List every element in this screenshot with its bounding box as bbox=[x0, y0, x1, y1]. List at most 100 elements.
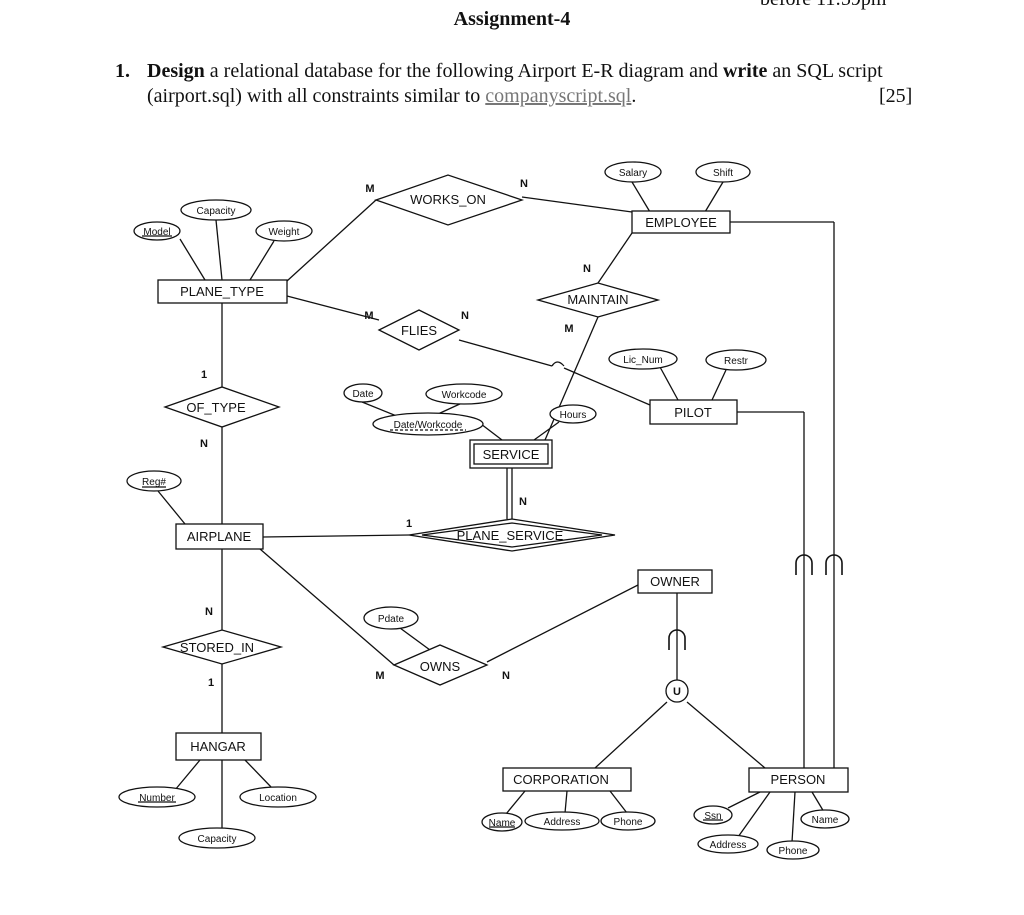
attribute-label-corp-name: Name bbox=[489, 818, 516, 829]
attribute-location bbox=[239, 786, 317, 808]
key-underlines bbox=[138, 235, 723, 828]
attribute-person-phone bbox=[766, 840, 820, 860]
subset-symbols bbox=[668, 554, 843, 650]
entity-label-airplane: AIRPLANE bbox=[187, 529, 252, 544]
entity-label-pilot: PILOT bbox=[674, 405, 712, 420]
question-text-4: . bbox=[631, 85, 637, 107]
companyscript-link[interactable]: companyscript.sql bbox=[485, 85, 632, 107]
entity-airplane bbox=[175, 523, 264, 550]
attribute-shift bbox=[695, 161, 751, 183]
attribute-label-person-name: Name bbox=[812, 815, 839, 826]
question-text-2: an SQL script bbox=[767, 60, 883, 82]
attribute-label-person-phone: Phone bbox=[779, 846, 808, 857]
cardinality-owns-right: N bbox=[502, 670, 510, 682]
cardinality-flies-right: N bbox=[461, 310, 469, 322]
attribute-label-model: Model bbox=[143, 227, 170, 238]
entity-label-plane-type: PLANE_TYPE bbox=[180, 284, 264, 299]
relationship-works-on bbox=[374, 174, 525, 226]
question-text-1: a relational database for the following … bbox=[204, 60, 723, 82]
cardinality-works-on-right: N bbox=[520, 178, 528, 190]
entity-person bbox=[748, 767, 849, 793]
attribute-label-person-address: Address bbox=[710, 840, 747, 851]
entity-label-service: SERVICE bbox=[483, 447, 540, 462]
attribute-date bbox=[343, 383, 383, 403]
entity-employee bbox=[631, 210, 731, 234]
entity-label-corporation: CORPORATION bbox=[513, 772, 609, 787]
relationship-of-type bbox=[163, 386, 281, 428]
relationship-label-stored-in: STORED_IN bbox=[180, 640, 254, 655]
attribute-capacity-plane-type bbox=[180, 199, 252, 221]
entity-label-hangar: HANGAR bbox=[190, 739, 246, 754]
cardinality-flies-left: M bbox=[364, 310, 373, 322]
cardinality-of-type-top: 1 bbox=[201, 369, 207, 381]
attribute-pdate bbox=[363, 606, 419, 630]
page-title: Assignment-4 bbox=[453, 8, 571, 30]
attribute-restr bbox=[705, 349, 767, 371]
attribute-hours bbox=[549, 404, 597, 424]
attribute-label-capacity-plane-type: Capacity bbox=[197, 206, 236, 217]
relationship-label-owns: OWNS bbox=[420, 659, 461, 674]
question-verb-write: write bbox=[722, 60, 768, 82]
relationship-label-works-on: WORKS_ON bbox=[410, 192, 486, 207]
relationship-label-maintain: MAINTAIN bbox=[567, 292, 628, 307]
attribute-label-salary: Salary bbox=[619, 168, 647, 179]
cardinality-plane-service-left: 1 bbox=[406, 518, 412, 530]
relationship-owns bbox=[392, 644, 489, 686]
attribute-lic-num bbox=[608, 348, 678, 370]
cropped-deadline-text: before 11:59pm bbox=[760, 0, 886, 11]
relationship-label-of-type: OF_TYPE bbox=[186, 400, 246, 415]
relationship-plane-service bbox=[408, 518, 616, 552]
question-line-2: (airport.sql) with all constraints simil… bbox=[147, 85, 636, 108]
question-verb-design: Design bbox=[147, 60, 205, 82]
attribute-label-restr: Restr bbox=[724, 356, 749, 367]
cardinality-of-type-bottom: N bbox=[200, 438, 208, 450]
question-marks: [25] bbox=[879, 85, 913, 107]
attribute-label-date: Date bbox=[352, 389, 374, 400]
cardinality-works-on-left: M bbox=[365, 183, 374, 195]
relationship-stored-in bbox=[160, 629, 284, 665]
attribute-label-number: Number bbox=[139, 793, 175, 804]
attribute-weight bbox=[255, 220, 313, 242]
attribute-label-date-workcode: Date/Workcode bbox=[394, 420, 463, 431]
cardinality-maintain-top: N bbox=[583, 263, 591, 275]
cardinality-owns-left: M bbox=[375, 670, 384, 682]
union-circle bbox=[665, 679, 689, 703]
attribute-label-ssn: Ssn bbox=[704, 811, 721, 822]
cardinality-stored-in-top: N bbox=[205, 606, 213, 618]
entity-owner bbox=[637, 569, 713, 594]
cardinality-stored-in-bottom: 1 bbox=[208, 677, 214, 689]
entity-pilot bbox=[649, 399, 738, 425]
entity-label-owner: OWNER bbox=[650, 574, 700, 589]
attribute-label-lic-num: Lic_Num bbox=[623, 355, 662, 366]
subset-symbol-employee bbox=[825, 554, 843, 575]
attribute-label-capacity-hangar: Capacity bbox=[198, 834, 237, 845]
attribute-label-location: Location bbox=[259, 793, 297, 804]
question-number: 1. bbox=[115, 60, 130, 82]
attribute-label-reg: Reg# bbox=[142, 477, 166, 488]
entity-label-employee: EMPLOYEE bbox=[645, 215, 717, 230]
attribute-workcode bbox=[425, 383, 503, 405]
cardinality-maintain-bottom: M bbox=[564, 323, 573, 335]
weak-entity-inner-border bbox=[473, 443, 549, 465]
attribute-label-corp-address: Address bbox=[544, 817, 581, 828]
attribute-corp-address bbox=[524, 811, 600, 831]
entity-service bbox=[469, 439, 553, 469]
relationship-label-plane-service: PLANE_SERVICE bbox=[457, 528, 564, 543]
cardinality-plane-service-top: N bbox=[519, 496, 527, 508]
attribute-label-workcode: Workcode bbox=[442, 390, 487, 401]
attribute-person-address bbox=[697, 834, 759, 854]
attribute-corp-phone bbox=[600, 811, 656, 831]
relationship-label-flies: FLIES bbox=[401, 323, 437, 338]
attribute-label-pdate: Pdate bbox=[378, 614, 405, 625]
attribute-reg bbox=[126, 470, 182, 492]
union-symbol-label: U bbox=[673, 686, 681, 698]
attribute-salary bbox=[604, 161, 662, 183]
entity-corporation bbox=[502, 767, 632, 792]
entity-plane-type bbox=[157, 279, 288, 304]
attribute-label-corp-phone: Phone bbox=[614, 817, 643, 828]
relationship-maintain bbox=[535, 282, 661, 318]
entity-hangar bbox=[175, 732, 262, 761]
question-line-1: Design a relational database for the fol… bbox=[147, 60, 883, 83]
attribute-label-shift: Shift bbox=[713, 168, 733, 179]
